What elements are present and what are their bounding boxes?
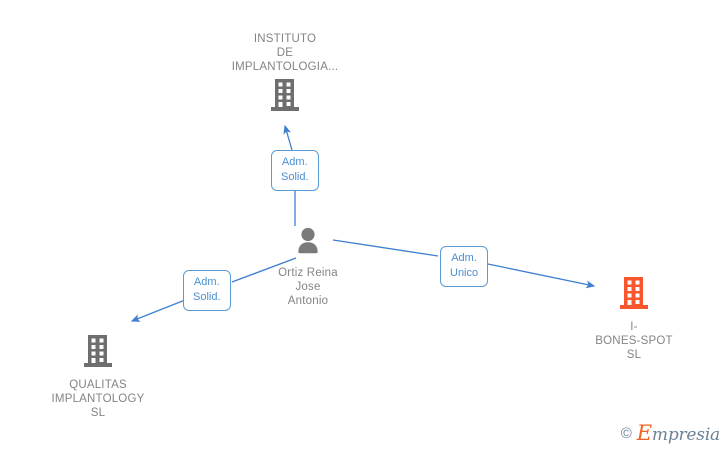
- node-qualitas-label: QUALITAS IMPLANTOLOGY SL: [51, 379, 145, 419]
- brand-wordmark: Empresia: [637, 423, 720, 444]
- company-building-icon: [619, 276, 649, 315]
- person-icon: [293, 226, 323, 261]
- copyright-icon: ©: [620, 425, 632, 442]
- node-instituto[interactable]: INSTITUTO DE IMPLANTOLOGIA...: [215, 32, 355, 117]
- company-building-icon: [270, 78, 300, 117]
- node-persona[interactable]: Ortiz Reina Jose Antonio: [238, 226, 378, 308]
- edge-label-adm-solid-qualitas[interactable]: Adm. Solid.: [183, 270, 231, 311]
- empresia-watermark: © Empresia: [621, 423, 720, 444]
- brand-initial: E: [636, 421, 652, 445]
- edge-label-adm-unico-bonespot[interactable]: Adm. Unico: [440, 246, 489, 287]
- brand-rest: mpresia: [651, 425, 720, 445]
- node-bonespot-label: I- BONES-SPOT SL: [595, 321, 673, 361]
- node-qualitas[interactable]: QUALITAS IMPLANTOLOGY SL: [28, 334, 168, 420]
- node-bonespot[interactable]: I- BONES-SPOT SL: [564, 276, 704, 362]
- edge-label-adm-solid-instituto[interactable]: Adm. Solid.: [271, 150, 319, 191]
- node-persona-label: Ortiz Reina Jose Antonio: [278, 267, 338, 307]
- node-instituto-label: INSTITUTO DE IMPLANTOLOGIA...: [231, 33, 339, 73]
- company-building-icon: [83, 334, 113, 373]
